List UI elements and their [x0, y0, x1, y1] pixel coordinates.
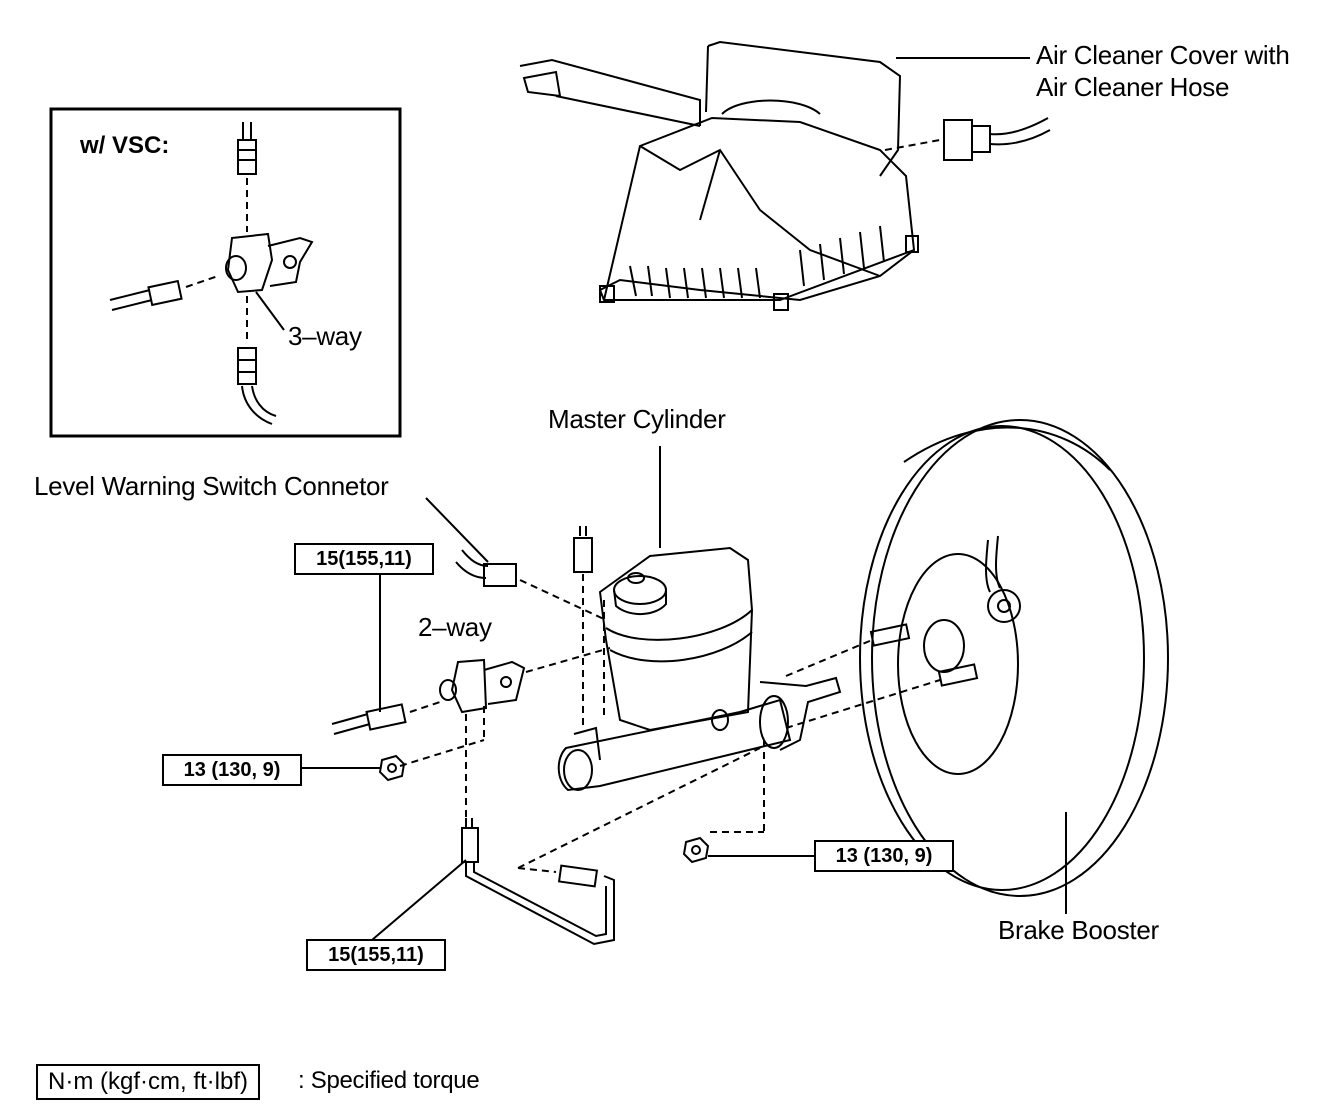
- torque-box-top-left: 15(155,11): [294, 543, 434, 575]
- torque-legend-text: : Specified torque: [298, 1067, 480, 1094]
- vsc-inset-frame: [49, 107, 402, 438]
- air-cleaner-cover-drawing: [519, 40, 1051, 311]
- torque-box-bottom-left: 15(155,11): [306, 939, 446, 971]
- brake-booster-drawing: [785, 419, 1169, 914]
- three-way-connector-drawing: [109, 122, 314, 425]
- air-cleaner-label-line1: Air Cleaner Cover with: [1036, 40, 1290, 70]
- nut-drawings: [300, 740, 814, 864]
- torque-box-mid-left: 13 (130, 9): [162, 754, 302, 786]
- torque-unit-legend-box: N·m (kgf·cm, ft·lbf): [36, 1064, 260, 1100]
- brake-line-drawing: [371, 747, 761, 946]
- vsc-inset-title: w/ VSC:: [80, 132, 170, 159]
- air-cleaner-label-line2: Air Cleaner Hose: [1036, 72, 1230, 102]
- master-cylinder-drawing: [557, 446, 842, 792]
- two-way-label: 2–way: [418, 612, 492, 642]
- two-way-connector-drawing: [331, 574, 611, 820]
- level-warning-switch-label: Level Warning Switch Connetor: [34, 471, 389, 501]
- torque-box-mid-right: 13 (130, 9): [814, 840, 954, 872]
- brake-booster-label: Brake Booster: [998, 915, 1159, 945]
- three-way-label: 3–way: [288, 321, 362, 351]
- master-cylinder-label: Master Cylinder: [548, 404, 726, 434]
- level-switch-connector-drawing: [425, 497, 607, 621]
